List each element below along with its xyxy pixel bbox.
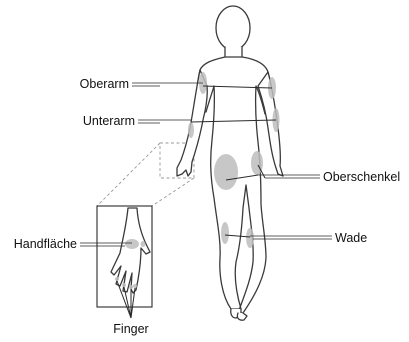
label-forearm: Unterarm <box>83 114 135 128</box>
calf-area-left <box>221 222 229 244</box>
label-calf: Wade <box>335 231 367 245</box>
head <box>216 6 250 50</box>
right-foot <box>237 313 247 320</box>
finger-dot-1 <box>115 277 119 281</box>
human-figure <box>177 6 283 320</box>
label-thigh: Oberschenkel <box>323 170 400 184</box>
finger-dot-3 <box>129 285 133 289</box>
label-palm: Handfläche <box>14 237 77 251</box>
projection-line-top <box>97 143 160 206</box>
label-upper-arm: Oberarm <box>80 77 129 91</box>
label-fingers: Finger <box>113 322 148 336</box>
palm-area <box>125 239 139 249</box>
finger-dot-2 <box>122 283 126 287</box>
calf-area-right <box>246 228 254 248</box>
palm-area-small <box>141 241 146 247</box>
finger-dot-4 <box>133 284 137 288</box>
projection-line-bottom <box>152 178 194 206</box>
forearm-area-left <box>188 122 194 138</box>
thigh-area-left <box>214 154 238 190</box>
